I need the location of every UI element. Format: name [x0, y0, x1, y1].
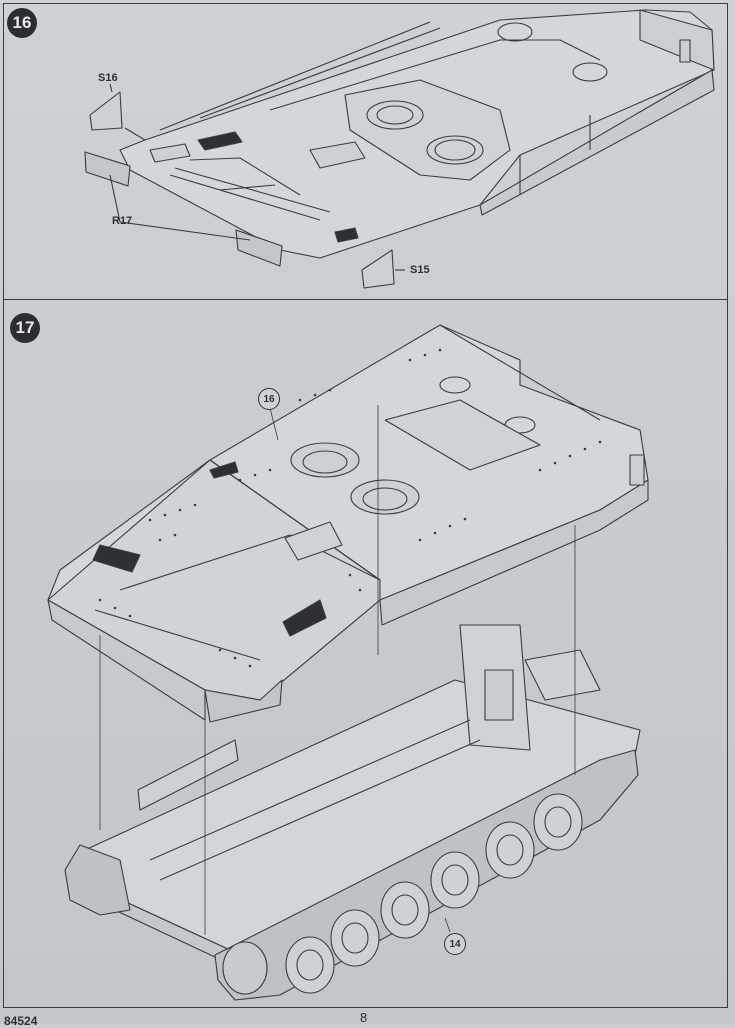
- part-s15-label: S15: [410, 264, 430, 276]
- part-s16-label: S16: [98, 72, 118, 84]
- page-frame: [3, 3, 728, 1008]
- step16-upper-hull-drawing: [84, 9, 715, 289]
- page-number: 8: [360, 1010, 368, 1025]
- step-ref-16: 16: [258, 388, 280, 410]
- product-code: 84524: [4, 1014, 38, 1028]
- step-17-badge: 17: [10, 313, 40, 343]
- step-16-badge: 16: [7, 8, 37, 38]
- alignment-guides: [99, 405, 576, 935]
- step-ref-14: 14: [444, 933, 466, 955]
- rivet-pattern: [98, 348, 602, 668]
- step-divider: [3, 299, 728, 300]
- step17-lower-hull-drawing: [64, 624, 641, 1001]
- part-r17-label: R17: [112, 215, 133, 227]
